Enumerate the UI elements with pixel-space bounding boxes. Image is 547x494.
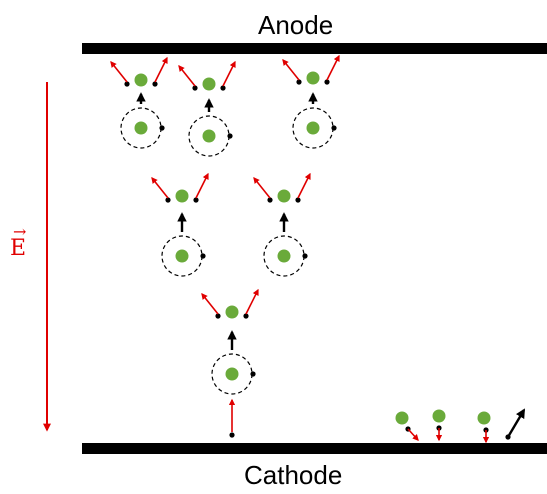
electron — [296, 79, 302, 85]
electron — [220, 85, 226, 91]
red-arrow — [222, 60, 236, 87]
electron — [229, 432, 235, 438]
electron — [200, 253, 206, 259]
electron — [250, 371, 256, 377]
electron — [243, 313, 249, 319]
red-arrow — [253, 177, 271, 199]
red-arrow — [245, 288, 259, 315]
ion — [225, 367, 239, 381]
cathode-plate — [82, 443, 547, 454]
cathode-label: Cathode — [244, 460, 343, 490]
red-arrow — [282, 59, 300, 81]
black-arrow — [506, 408, 526, 438]
red-arrow — [201, 293, 219, 315]
ion — [477, 411, 491, 425]
electron — [302, 253, 308, 259]
electron — [165, 197, 171, 203]
ion — [306, 121, 320, 135]
ion — [277, 189, 291, 203]
electron — [324, 79, 330, 85]
efield-symbol: E — [10, 236, 27, 261]
electron — [331, 125, 337, 131]
red-arrow — [326, 54, 340, 81]
ion — [306, 71, 320, 85]
ion — [277, 249, 291, 263]
ion — [175, 249, 189, 263]
red-arrow — [178, 65, 196, 87]
ion — [202, 77, 216, 91]
ion — [395, 411, 409, 425]
red-arrow — [151, 177, 169, 199]
ion — [175, 189, 189, 203]
red-arrow — [110, 61, 128, 83]
electron — [267, 197, 273, 203]
electron — [192, 85, 198, 91]
ion — [202, 129, 216, 143]
avalanche-scene — [110, 54, 526, 444]
red-arrow — [297, 172, 311, 199]
electron — [227, 133, 233, 139]
electron — [152, 81, 158, 87]
red-arrow — [195, 172, 209, 199]
electron — [124, 81, 130, 87]
ion — [134, 121, 148, 135]
electron — [295, 197, 301, 203]
red-arrow — [407, 428, 419, 441]
electron — [193, 197, 199, 203]
ion — [134, 73, 148, 87]
ion — [432, 409, 446, 423]
electron — [215, 313, 221, 319]
anode-plate — [82, 43, 547, 54]
ion — [225, 305, 239, 319]
efield-label: → E — [10, 222, 27, 261]
red-arrow — [154, 56, 168, 83]
efield-vector-mark: → — [13, 222, 27, 241]
anode-label: Anode — [258, 10, 334, 40]
electron — [159, 125, 165, 131]
